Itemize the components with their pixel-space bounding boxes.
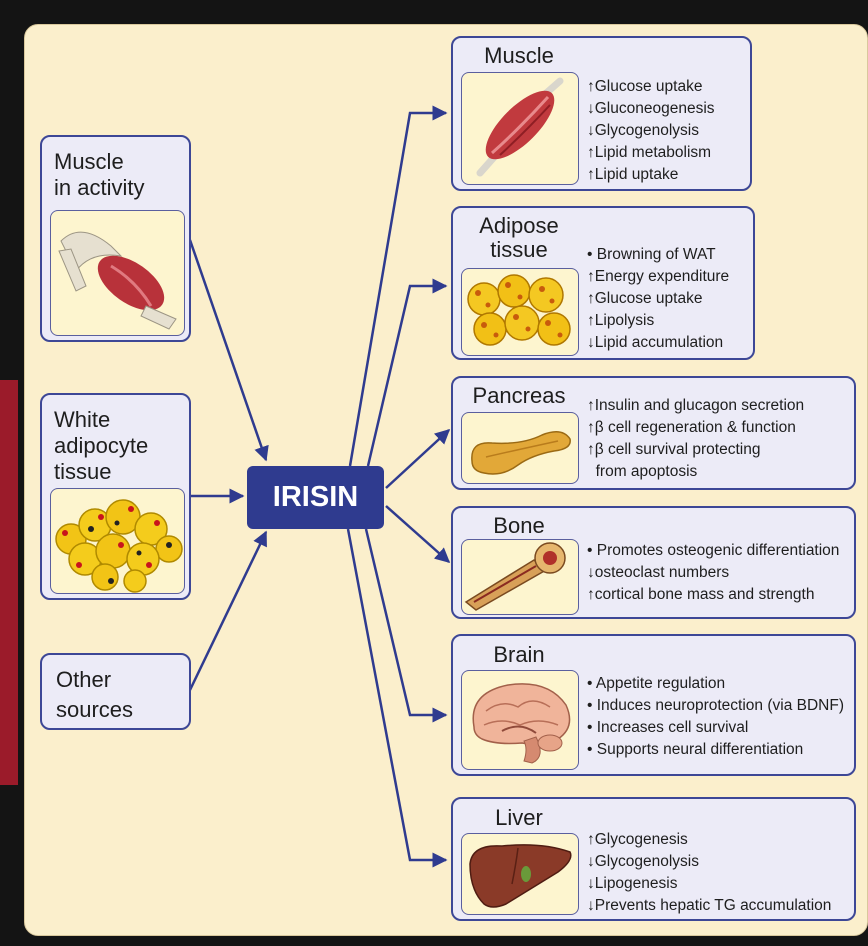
effect-item: ↑Energy expenditure (587, 266, 729, 288)
effect-item: • Increases cell survival (587, 717, 844, 739)
arrow-irisin-to-muscle (350, 113, 446, 466)
brain-illustration-icon (461, 670, 579, 770)
bone-illustration-icon (461, 539, 579, 615)
effect-item: ↑Lipolysis (587, 310, 729, 332)
target-title: Brain (461, 643, 577, 667)
target-title: Pancreas (461, 384, 577, 408)
muscle-illustration-icon (461, 72, 579, 185)
target-title: Bone (461, 514, 577, 538)
arrow-irisin-to-liver (348, 529, 446, 860)
target-box-adipose-tissue: Adipose tissue • Browning of WAT ↑Energy… (451, 206, 755, 360)
effect-item: ↓osteoclast numbers (587, 562, 839, 584)
fat-cells-illustration-icon (50, 488, 185, 594)
effect-item: ↑Insulin and glucagon secretion (587, 395, 804, 417)
arrow-muscle-activity-to-irisin (190, 240, 266, 460)
effect-item: ↓Gluconeogenesis (587, 98, 715, 120)
effect-item: ↑β cell regeneration & function (587, 417, 804, 439)
effect-item: • Induces neuroprotection (via BDNF) (587, 695, 844, 717)
effect-item: ↓Glycogenolysis (587, 120, 715, 142)
effect-item: ↓Lipid accumulation (587, 332, 729, 354)
arrow-irisin-to-bone (386, 506, 449, 562)
effect-item: • Appetite regulation (587, 673, 844, 695)
effect-item: • Supports neural differentiation (587, 739, 844, 761)
source-title: Other sources (56, 665, 133, 725)
target-title: Muscle (461, 44, 577, 68)
effect-item: ↓Prevents hepatic TG accumulation (587, 895, 831, 917)
arrow-other-sources-to-irisin (190, 532, 266, 690)
source-title: Muscle in activity (54, 149, 144, 201)
source-box-muscle-in-activity: Muscle in activity (40, 135, 191, 342)
target-box-brain: Brain • Appetite regulation • Induces ne… (451, 634, 856, 776)
fat-cells-illustration-icon (461, 268, 579, 356)
effect-item: ↑Glucose uptake (587, 288, 729, 310)
muscle-illustration-icon (50, 210, 185, 336)
target-box-bone: Bone • Promotes osteogenic differentiati… (451, 506, 856, 619)
arrow-irisin-to-adipose (368, 286, 446, 466)
effect-item: ↑Glucose uptake (587, 76, 715, 98)
effect-item: ↑β cell survival protecting (587, 439, 804, 461)
arrow-irisin-to-pancreas (386, 430, 449, 488)
pancreas-illustration-icon (461, 412, 579, 484)
effect-item: ↓Glycogenolysis (587, 851, 831, 873)
effect-item: ↑Lipid uptake (587, 164, 715, 186)
target-title: Adipose tissue (461, 214, 577, 262)
source-box-white-adipocyte-tissue: White adipocyte tissue (40, 393, 191, 600)
effect-item: ↑cortical bone mass and strength (587, 584, 839, 606)
target-box-pancreas: Pancreas ↑Insulin and glucagon secretion… (451, 376, 856, 490)
effect-item: ↓Lipogenesis (587, 873, 831, 895)
effect-item: ↑Glycogenesis (587, 829, 831, 851)
target-title: Liver (461, 806, 577, 830)
source-title: White adipocyte tissue (54, 407, 148, 485)
effect-item: ↑Lipid metabolism (587, 142, 715, 164)
effect-item: • Promotes osteogenic differentiation (587, 540, 839, 562)
target-box-liver: Liver ↑Glycogenesis ↓Glycogenolysis ↓Lip… (451, 797, 856, 921)
target-box-muscle: Muscle ↑Glucose uptake ↓Gluconeogenesis … (451, 36, 752, 191)
source-box-other-sources: Other sources (40, 653, 191, 730)
effect-item: • Browning of WAT (587, 244, 729, 266)
irisin-node: IRISIN (247, 466, 384, 529)
liver-illustration-icon (461, 833, 579, 915)
effect-item: from apoptosis (587, 461, 804, 483)
